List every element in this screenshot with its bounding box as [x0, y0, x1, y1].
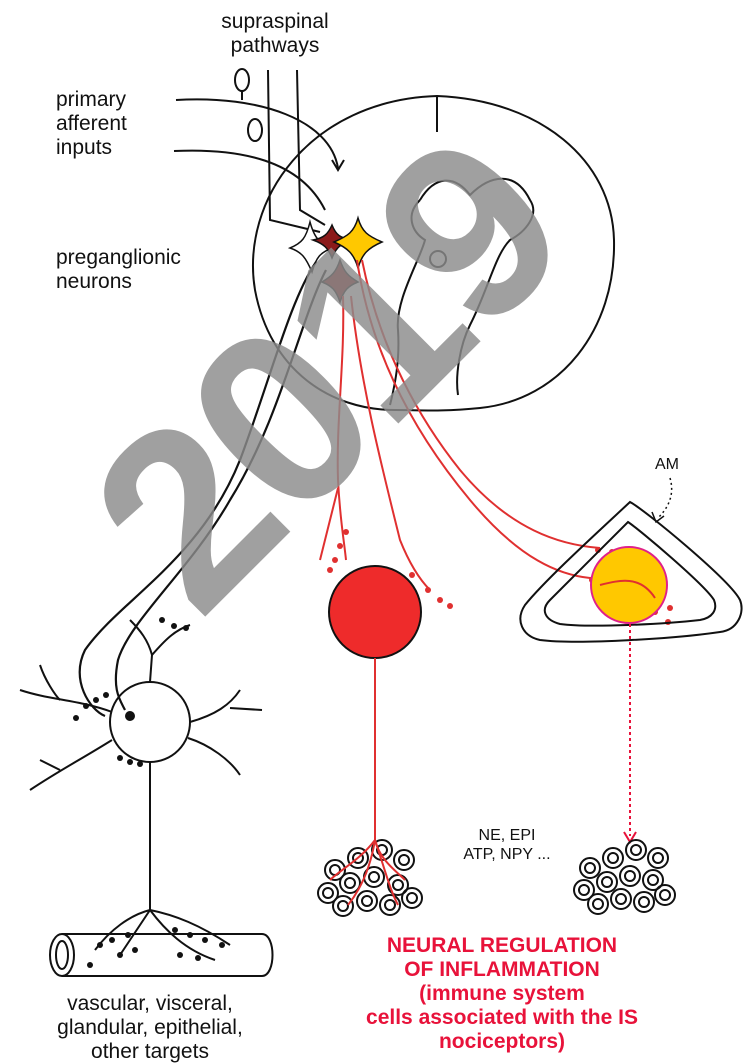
- immune-fibers: [320, 260, 660, 600]
- label-mediators-line1: NE, EPI: [442, 826, 572, 845]
- title-line2: OF INFLAMMATION: [300, 958, 704, 982]
- label-am: AM: [655, 455, 679, 474]
- immune-cell-red: [329, 566, 421, 658]
- title-line4: cells associated with the IS: [300, 1006, 704, 1030]
- label-targets-line3: other targets: [30, 1040, 270, 1064]
- postganglionic-neuron: [20, 620, 262, 960]
- label-preganglionic-line2: neurons: [56, 270, 181, 294]
- label-preganglionic: preganglionic neurons: [56, 246, 181, 294]
- label-mediators: NE, EPI ATP, NPY ...: [442, 826, 572, 864]
- lymphoid-compartment: [520, 478, 741, 842]
- label-supraspinal: supraspinal pathways: [205, 10, 345, 58]
- label-supraspinal-line1: supraspinal: [205, 10, 345, 34]
- label-targets-line1: vascular, visceral,: [30, 992, 270, 1016]
- title-line1: NEURAL REGULATION: [300, 934, 704, 958]
- label-targets-line2: glandular, epithelial,: [30, 1016, 270, 1040]
- input-pathways: [174, 69, 344, 232]
- label-primary-afferent-line1: primary: [56, 88, 127, 112]
- label-mediators-line2: ATP, NPY ...: [442, 845, 572, 864]
- neural-regulation-title: NEURAL REGULATION OF INFLAMMATION (immun…: [300, 934, 704, 1054]
- sympathetic-fibers: [80, 262, 326, 716]
- label-preganglionic-line1: preganglionic: [56, 246, 181, 270]
- title-line5: nociceptors): [300, 1030, 704, 1054]
- label-primary-afferent: primary afferent inputs: [56, 88, 127, 160]
- immune-cell-cluster-right: [574, 840, 675, 914]
- title-line3: (immune system: [300, 982, 704, 1006]
- label-supraspinal-line2: pathways: [205, 34, 345, 58]
- blood-vessel: [50, 934, 273, 976]
- label-primary-afferent-line2: afferent: [56, 112, 127, 136]
- label-primary-afferent-line3: inputs: [56, 136, 127, 160]
- label-targets: vascular, visceral, glandular, epithelia…: [30, 992, 270, 1064]
